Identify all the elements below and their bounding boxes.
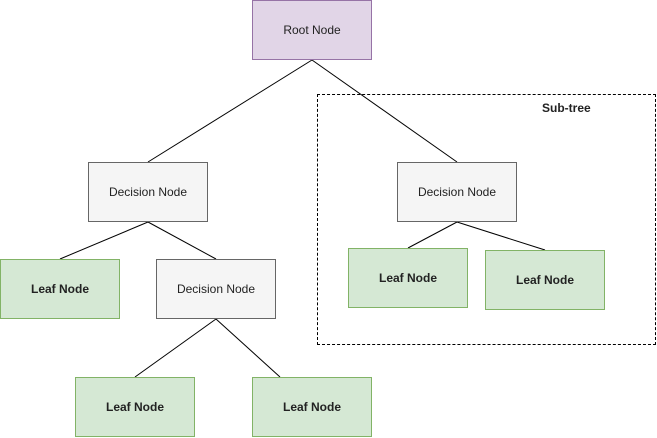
edge-root-decision-left (147, 59, 313, 163)
decision-node: Decision Node (397, 162, 517, 222)
root-node: Root Node (252, 0, 372, 60)
subtree-boundary (317, 94, 656, 345)
leaf-node: Leaf Node (252, 377, 372, 437)
leaf-node: Leaf Node (485, 250, 605, 310)
edge-decision-left-decision-mid (147, 221, 217, 260)
edge-decision-right-leaf-right (456, 221, 546, 251)
leaf-node: Leaf Node (0, 259, 120, 319)
edge-decision-left-leaf (59, 221, 149, 260)
decision-node: Decision Node (156, 259, 276, 319)
decision-node: Decision Node (88, 162, 208, 222)
edge-decision-right-leaf-left (407, 221, 458, 249)
leaf-node: Leaf Node (75, 377, 195, 437)
leaf-node: Leaf Node (348, 248, 468, 308)
edge-decision-mid-leaf-left (134, 318, 217, 378)
edge-root-decision-right (311, 59, 458, 163)
subtree-label: Sub-tree (542, 101, 591, 115)
edge-decision-mid-leaf-right (215, 318, 281, 378)
